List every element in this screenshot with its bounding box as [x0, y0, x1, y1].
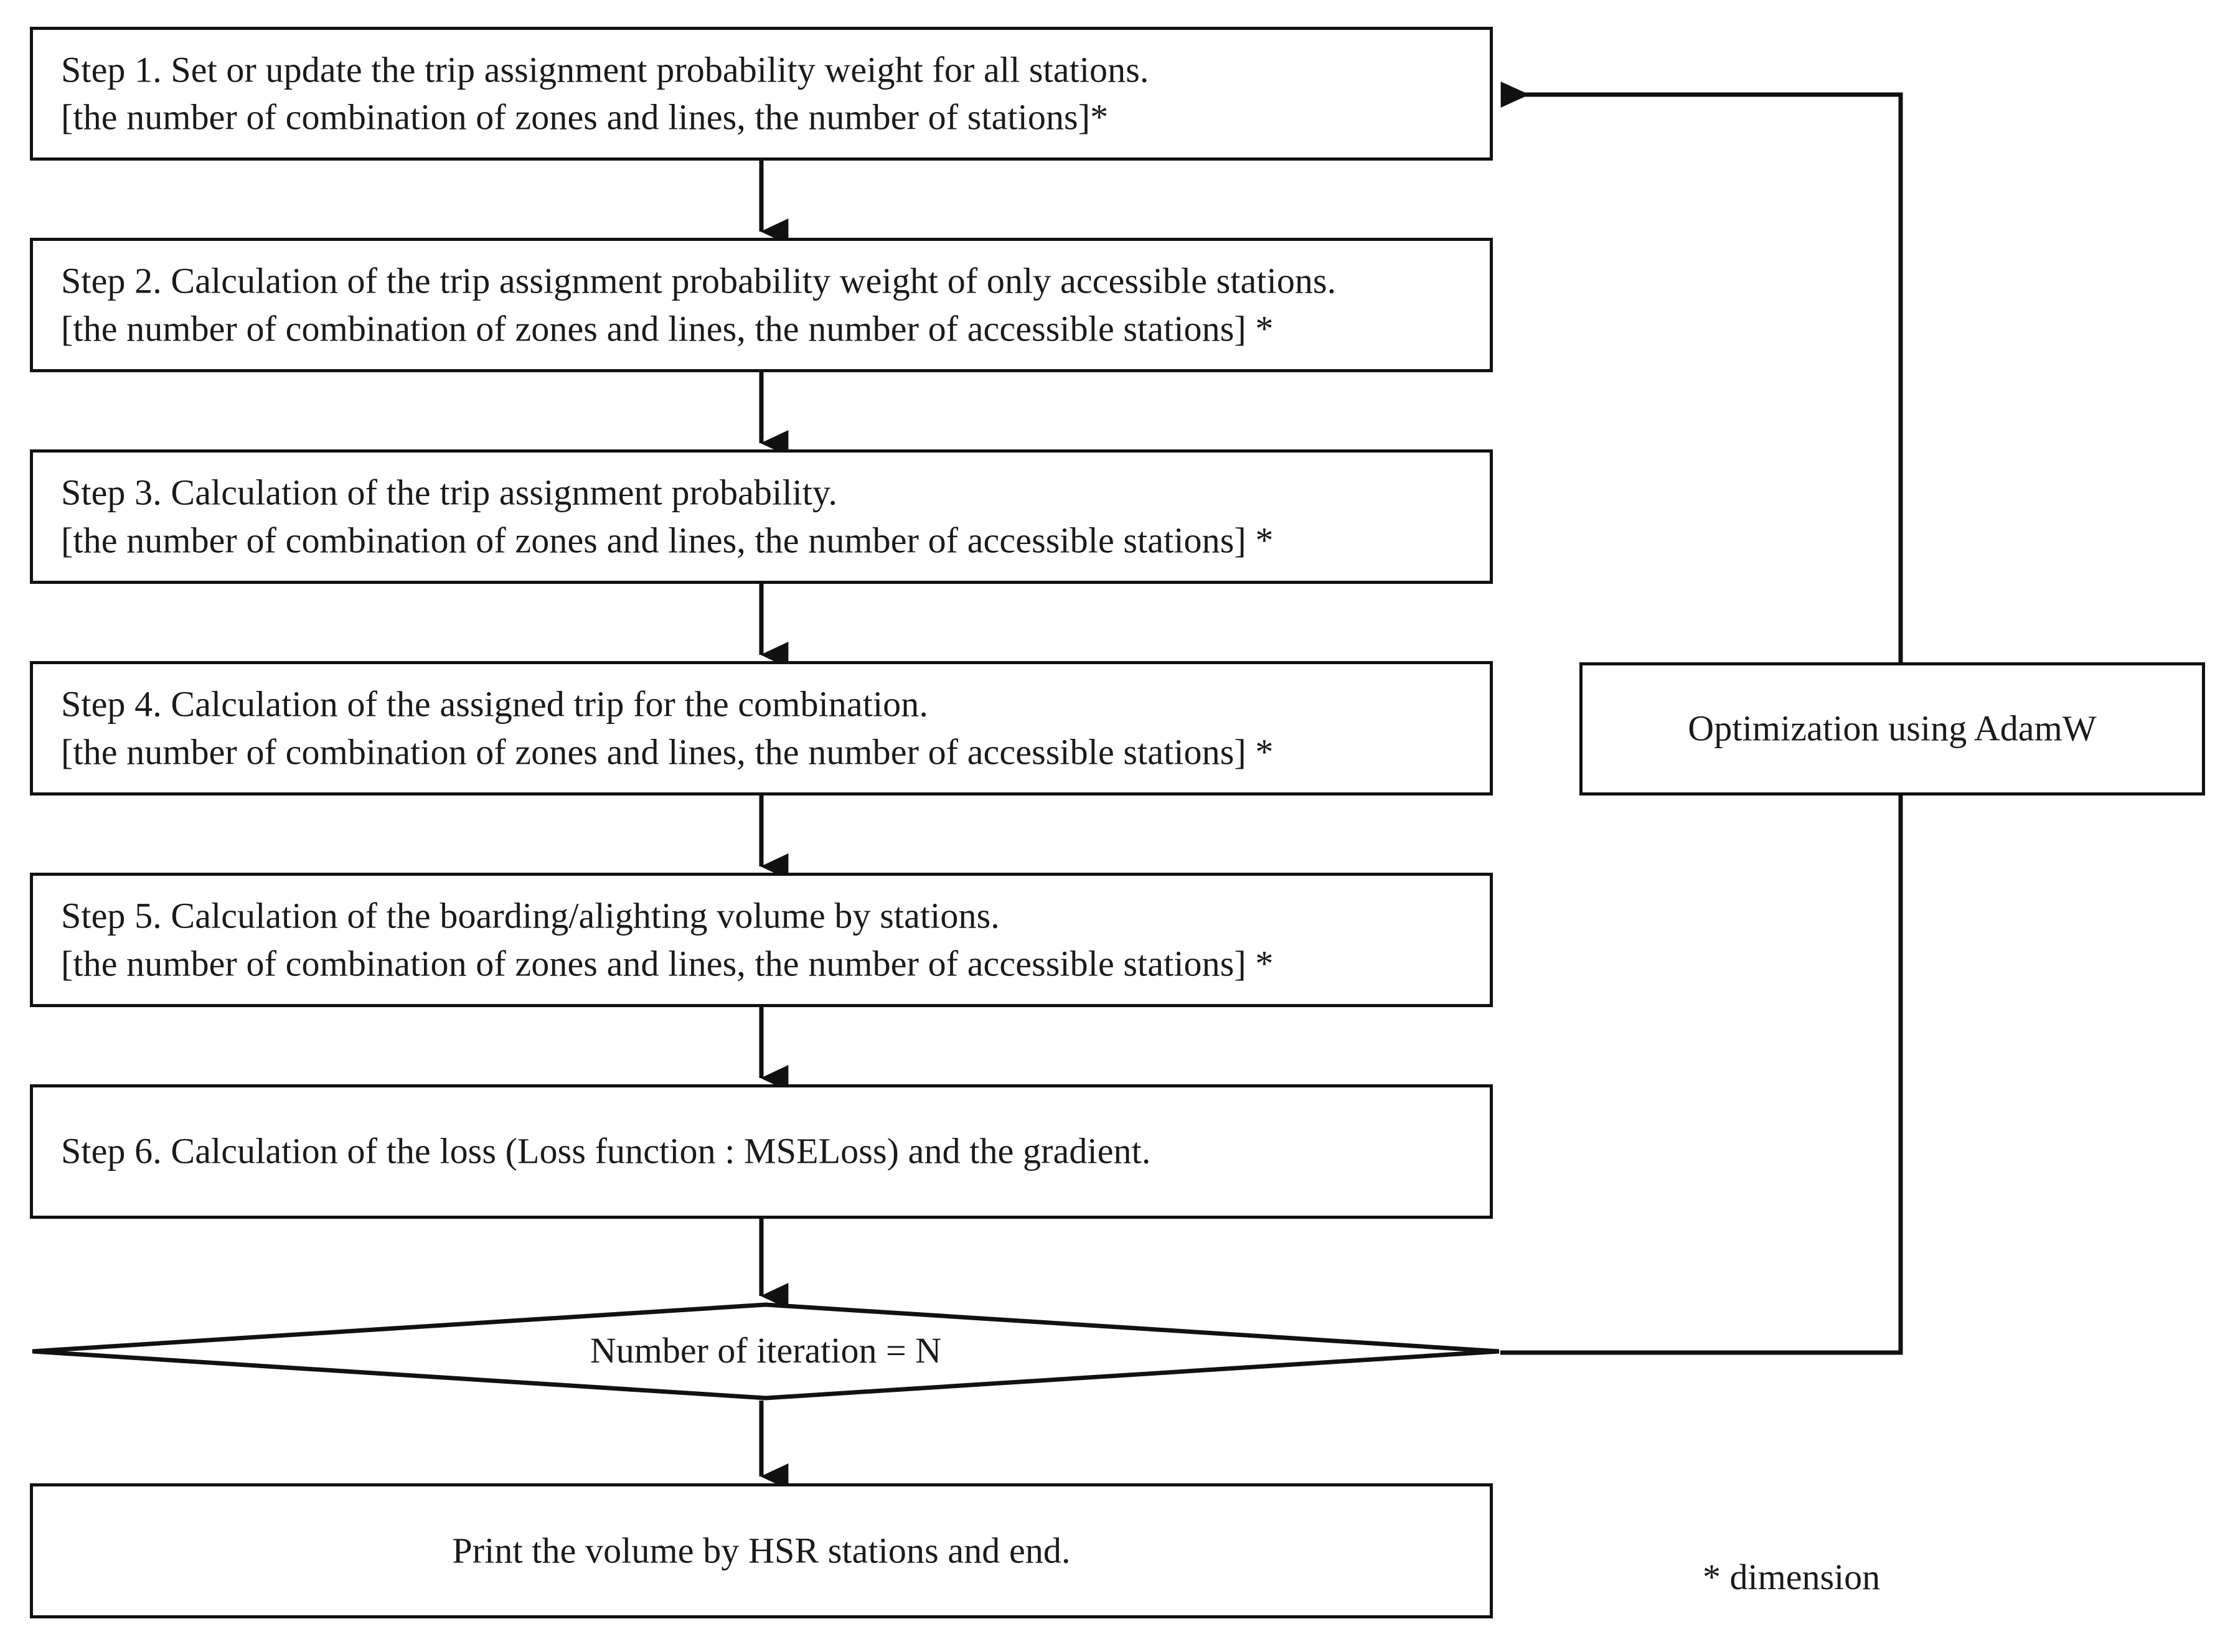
node-step2[interactable]: Step 2. Calculation of the trip assignme… [30, 238, 1493, 372]
node-decision-label: Number of iteration = N [590, 1330, 942, 1371]
node-step6[interactable]: Step 6. Calculation of the loss (Loss fu… [30, 1084, 1493, 1219]
node-decision[interactable]: Number of iteration = N [30, 1302, 1502, 1401]
decision-diamond-shape [32, 1302, 1500, 1401]
node-step5[interactable]: Step 5. Calculation of the boarding/alig… [30, 873, 1493, 1007]
node-end[interactable]: Print the volume by HSR stations and end… [30, 1483, 1493, 1618]
node-step3-text: Step 3. Calculation of the trip assignme… [61, 469, 1274, 564]
node-step3[interactable]: Step 3. Calculation of the trip assignme… [30, 449, 1493, 584]
node-step5-line-1: Step 5. Calculation of the boarding/alig… [61, 895, 1000, 936]
node-step3-line-1: Step 3. Calculation of the trip assignme… [61, 472, 837, 513]
node-step4-line-1: Step 4. Calculation of the assigned trip… [61, 683, 928, 725]
node-step1-line-2: [the number of combination of zones and … [61, 96, 1109, 138]
node-step4[interactable]: Step 4. Calculation of the assigned trip… [30, 661, 1493, 795]
node-step2-line-2: [the number of combination of zones and … [61, 308, 1274, 349]
node-step5-text: Step 5. Calculation of the boarding/alig… [61, 892, 1274, 987]
node-step4-text: Step 4. Calculation of the assigned trip… [61, 680, 1274, 776]
node-step1[interactable]: Step 1. Set or update the trip assignmen… [30, 27, 1493, 161]
node-step6-line-1: Step 6. Calculation of the loss (Loss fu… [61, 1130, 1151, 1171]
node-step2-line-1: Step 2. Calculation of the trip assignme… [61, 260, 1337, 301]
node-end-line-1: Print the volume by HSR stations and end… [452, 1530, 1071, 1571]
node-step2-text: Step 2. Calculation of the trip assignme… [61, 257, 1336, 352]
node-step5-line-2: [the number of combination of zones and … [61, 943, 1274, 983]
node-end-text: Print the volume by HSR stations and end… [33, 1527, 1490, 1575]
node-step1-line-1: Step 1. Set or update the trip assignmen… [61, 49, 1149, 90]
node-step4-line-2: [the number of combination of zones and … [61, 731, 1274, 772]
node-step3-line-2: [the number of combination of zones and … [61, 520, 1274, 560]
node-optimizer[interactable]: Optimization using AdamW [1579, 662, 2205, 795]
footnote-dimension: * dimension [1703, 1557, 1881, 1597]
node-optimizer-line-1: Optimization using AdamW [1688, 708, 2097, 749]
node-step1-text: Step 1. Set or update the trip assignmen… [61, 46, 1149, 141]
node-optimizer-text: Optimization using AdamW [1583, 705, 2202, 753]
node-step6-text: Step 6. Calculation of the loss (Loss fu… [61, 1128, 1150, 1176]
